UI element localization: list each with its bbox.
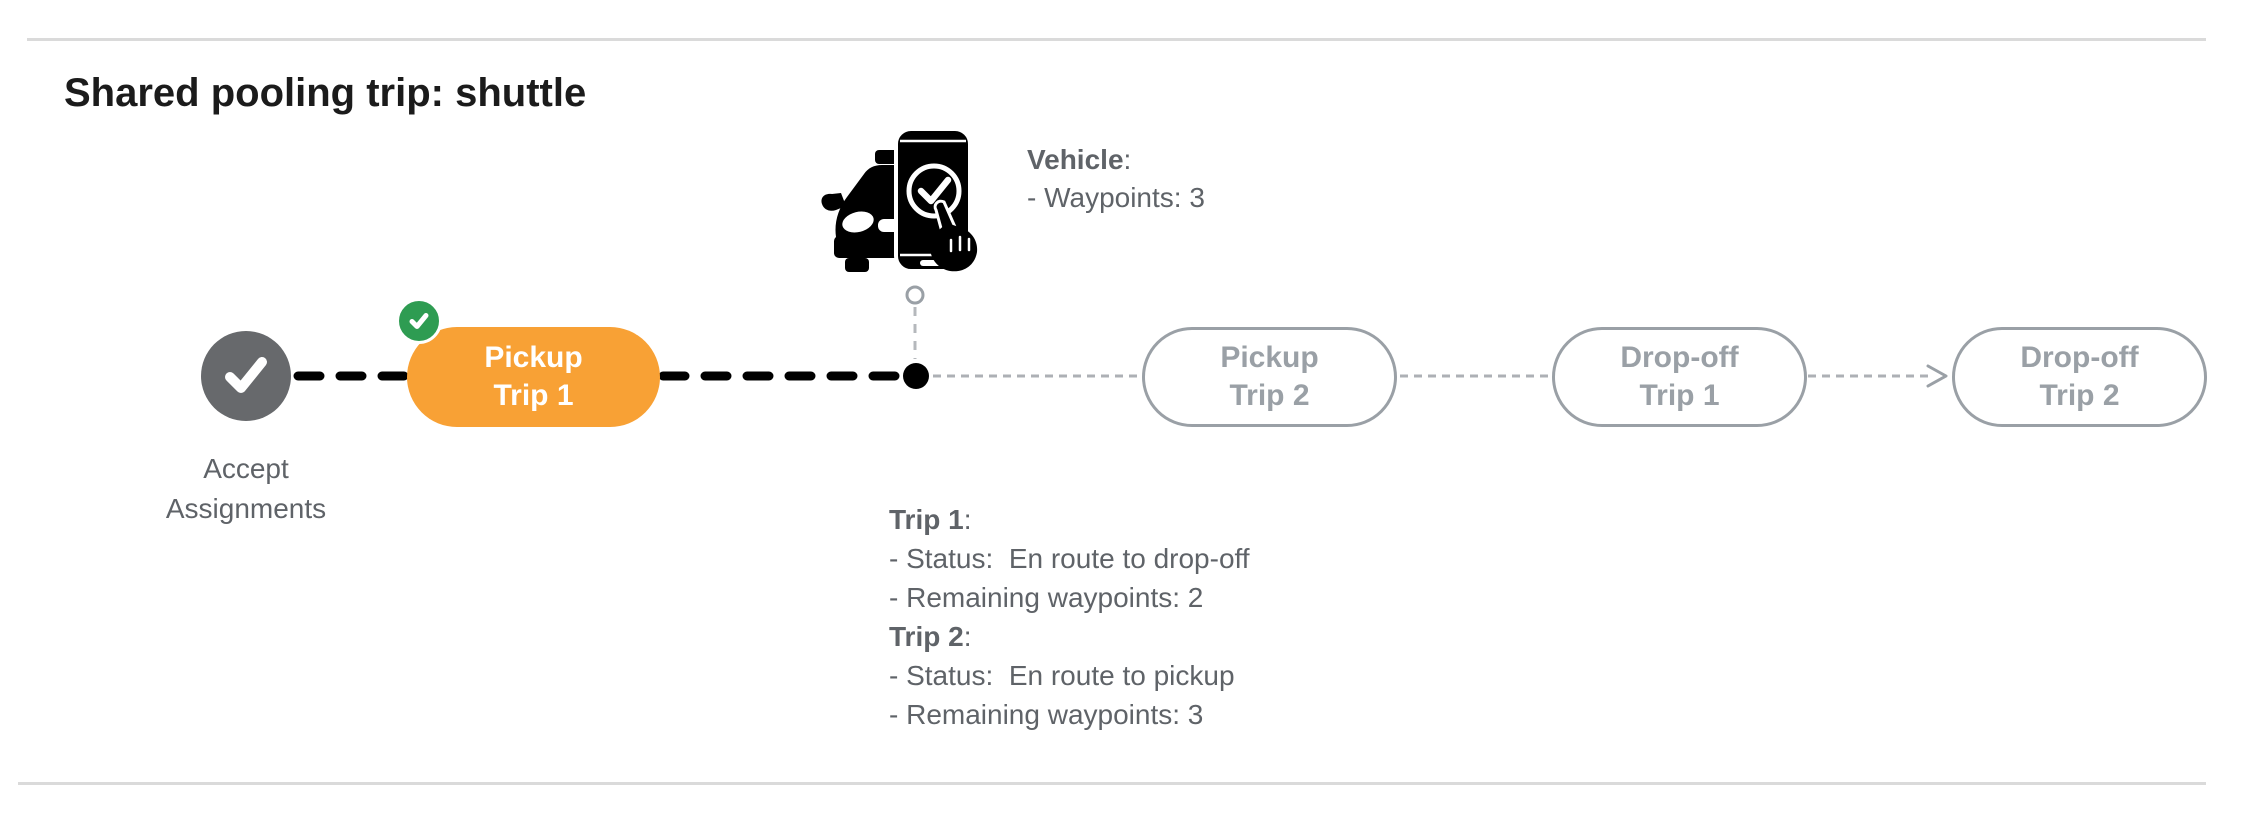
- check-badge-icon: [396, 298, 442, 344]
- node-pickup-trip-2: Pickup Trip 2: [1142, 327, 1397, 427]
- trip-1-waypoints: - Remaining waypoints: 2: [889, 582, 1204, 613]
- trip-2-heading: Trip 2:: [889, 621, 972, 652]
- node-accept-assignments: [201, 331, 291, 421]
- trip-info: Trip 1: - Status: En route to drop-off -…: [889, 500, 1250, 734]
- vehicle-label: Vehicle: [1027, 144, 1124, 175]
- page-title: Shared pooling trip: shuttle: [64, 71, 587, 115]
- car-phone-check-icon: [821, 127, 978, 273]
- node-accept-assignments-label: Accept Assignments: [165, 453, 327, 524]
- arrow-icon: [1926, 364, 1948, 388]
- check-circle-icon: [906, 163, 962, 219]
- bottom-divider: [18, 782, 2206, 785]
- vehicle-info: Vehicle: - Waypoints: 3: [1027, 141, 1205, 217]
- node-dropoff-trip-2: Drop-off Trip 2: [1952, 327, 2207, 427]
- vehicle-marker-ring: [905, 285, 925, 305]
- trip-2-waypoints: - Remaining waypoints: 3: [889, 699, 1204, 730]
- check-icon: [225, 357, 267, 393]
- trip-2-status: - Status: En route to pickup: [889, 660, 1235, 691]
- trip-1-status: - Status: En route to drop-off: [889, 543, 1250, 574]
- node-pickup-trip-1: Pickup Trip 1: [407, 327, 660, 427]
- trip-1-heading: Trip 1:: [889, 504, 972, 535]
- node-dropoff-trip-1: Drop-off Trip 1: [1552, 327, 1807, 427]
- tap-hand-icon: [930, 199, 978, 272]
- vehicle-info-heading: Vehicle:: [1027, 144, 1132, 175]
- top-divider: [27, 38, 2206, 41]
- vehicle-position-dot: [903, 363, 929, 389]
- vehicle-waypoints: - Waypoints: 3: [1027, 182, 1205, 213]
